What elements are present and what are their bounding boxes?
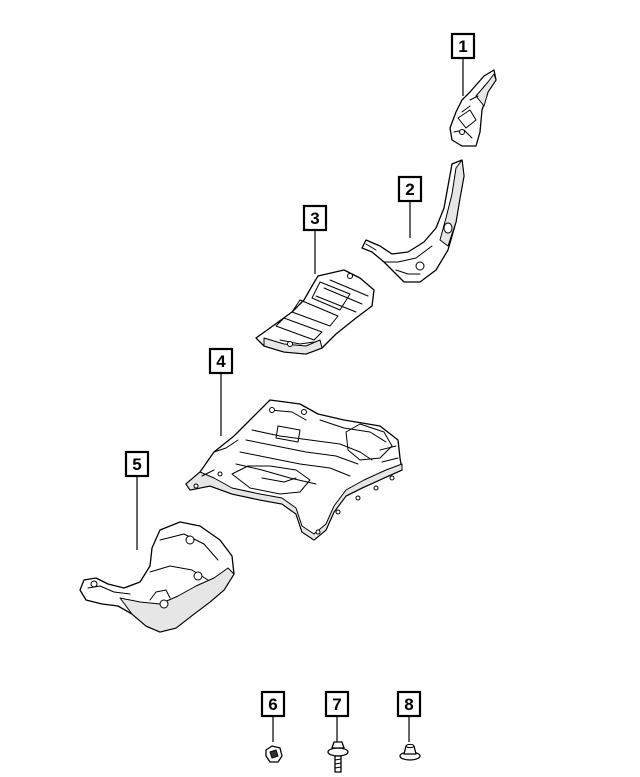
callout-6[interactable]: 6 — [260, 690, 286, 742]
callout-8[interactable]: 8 — [396, 690, 422, 742]
part-3-tunnel-shield[interactable] — [255, 269, 375, 355]
callout-6-label: 6 — [268, 695, 277, 714]
callout-2[interactable]: 2 — [397, 175, 423, 238]
part-6-nut[interactable] — [265, 745, 283, 763]
part-1-bracket[interactable] — [449, 69, 497, 147]
part-7-bolt[interactable] — [327, 741, 349, 773]
part-2-heat-shield[interactable] — [361, 159, 465, 283]
part-4-floor-shield[interactable] — [185, 399, 403, 541]
callout-7[interactable]: 7 — [324, 690, 350, 742]
callout-3-label: 3 — [310, 209, 319, 228]
callout-8-label: 8 — [404, 695, 413, 714]
callout-5-label: 5 — [132, 455, 141, 474]
callout-5[interactable]: 5 — [124, 450, 150, 550]
callout-1-label: 1 — [458, 37, 467, 56]
callout-4[interactable]: 4 — [208, 347, 234, 436]
callout-2-label: 2 — [405, 180, 414, 199]
part-5-exhaust-shield[interactable] — [79, 521, 235, 633]
callout-4-label: 4 — [216, 352, 226, 371]
callout-1[interactable]: 1 — [450, 32, 476, 96]
callout-7-label: 7 — [332, 695, 341, 714]
callout-3[interactable]: 3 — [302, 204, 328, 274]
part-8-grommet[interactable] — [399, 743, 421, 761]
